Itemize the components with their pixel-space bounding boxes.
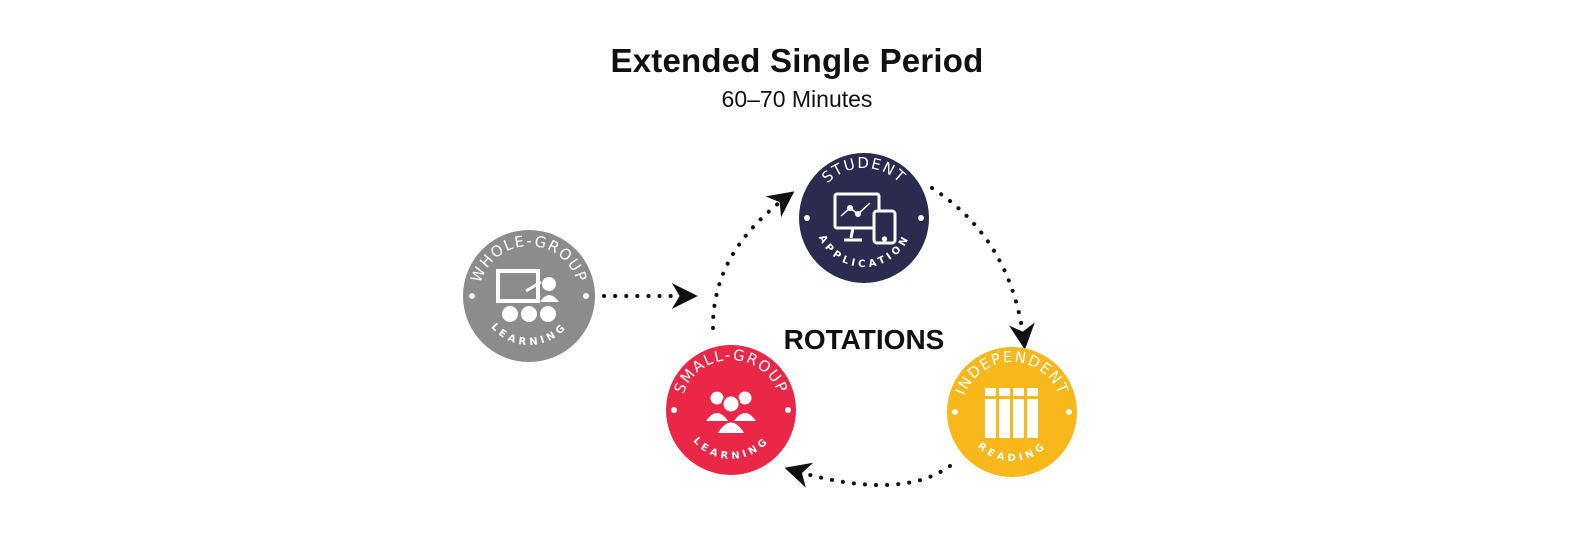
teacher-board-icon [496,269,559,322]
group-people-icon [706,391,756,435]
arrow-student-to-independent [930,186,1035,350]
independent-reading-circle [947,347,1077,477]
diagram-subtitle: 60–70 Minutes [721,86,873,112]
flow-arrows [602,186,1035,488]
books-icon [985,388,1038,438]
whole-group-circle [463,230,595,362]
station-student-application: STUDENT APPLICATION [799,153,929,283]
diagram-title: Extended Single Period [610,42,984,79]
student-application-circle [799,153,929,283]
arrow-independent-to-small [784,462,952,488]
rotations-label: ROTATIONS [784,324,945,355]
station-whole-group-learning: WHOLE-GROUP LEARNING [463,230,595,362]
arrow-small-to-student [710,191,795,330]
computer-tablet-icon [833,192,897,245]
station-small-group-learning: SMALL-GROUP LEARNING [666,345,796,475]
station-independent-reading: INDEPENDENT READING [947,347,1077,477]
